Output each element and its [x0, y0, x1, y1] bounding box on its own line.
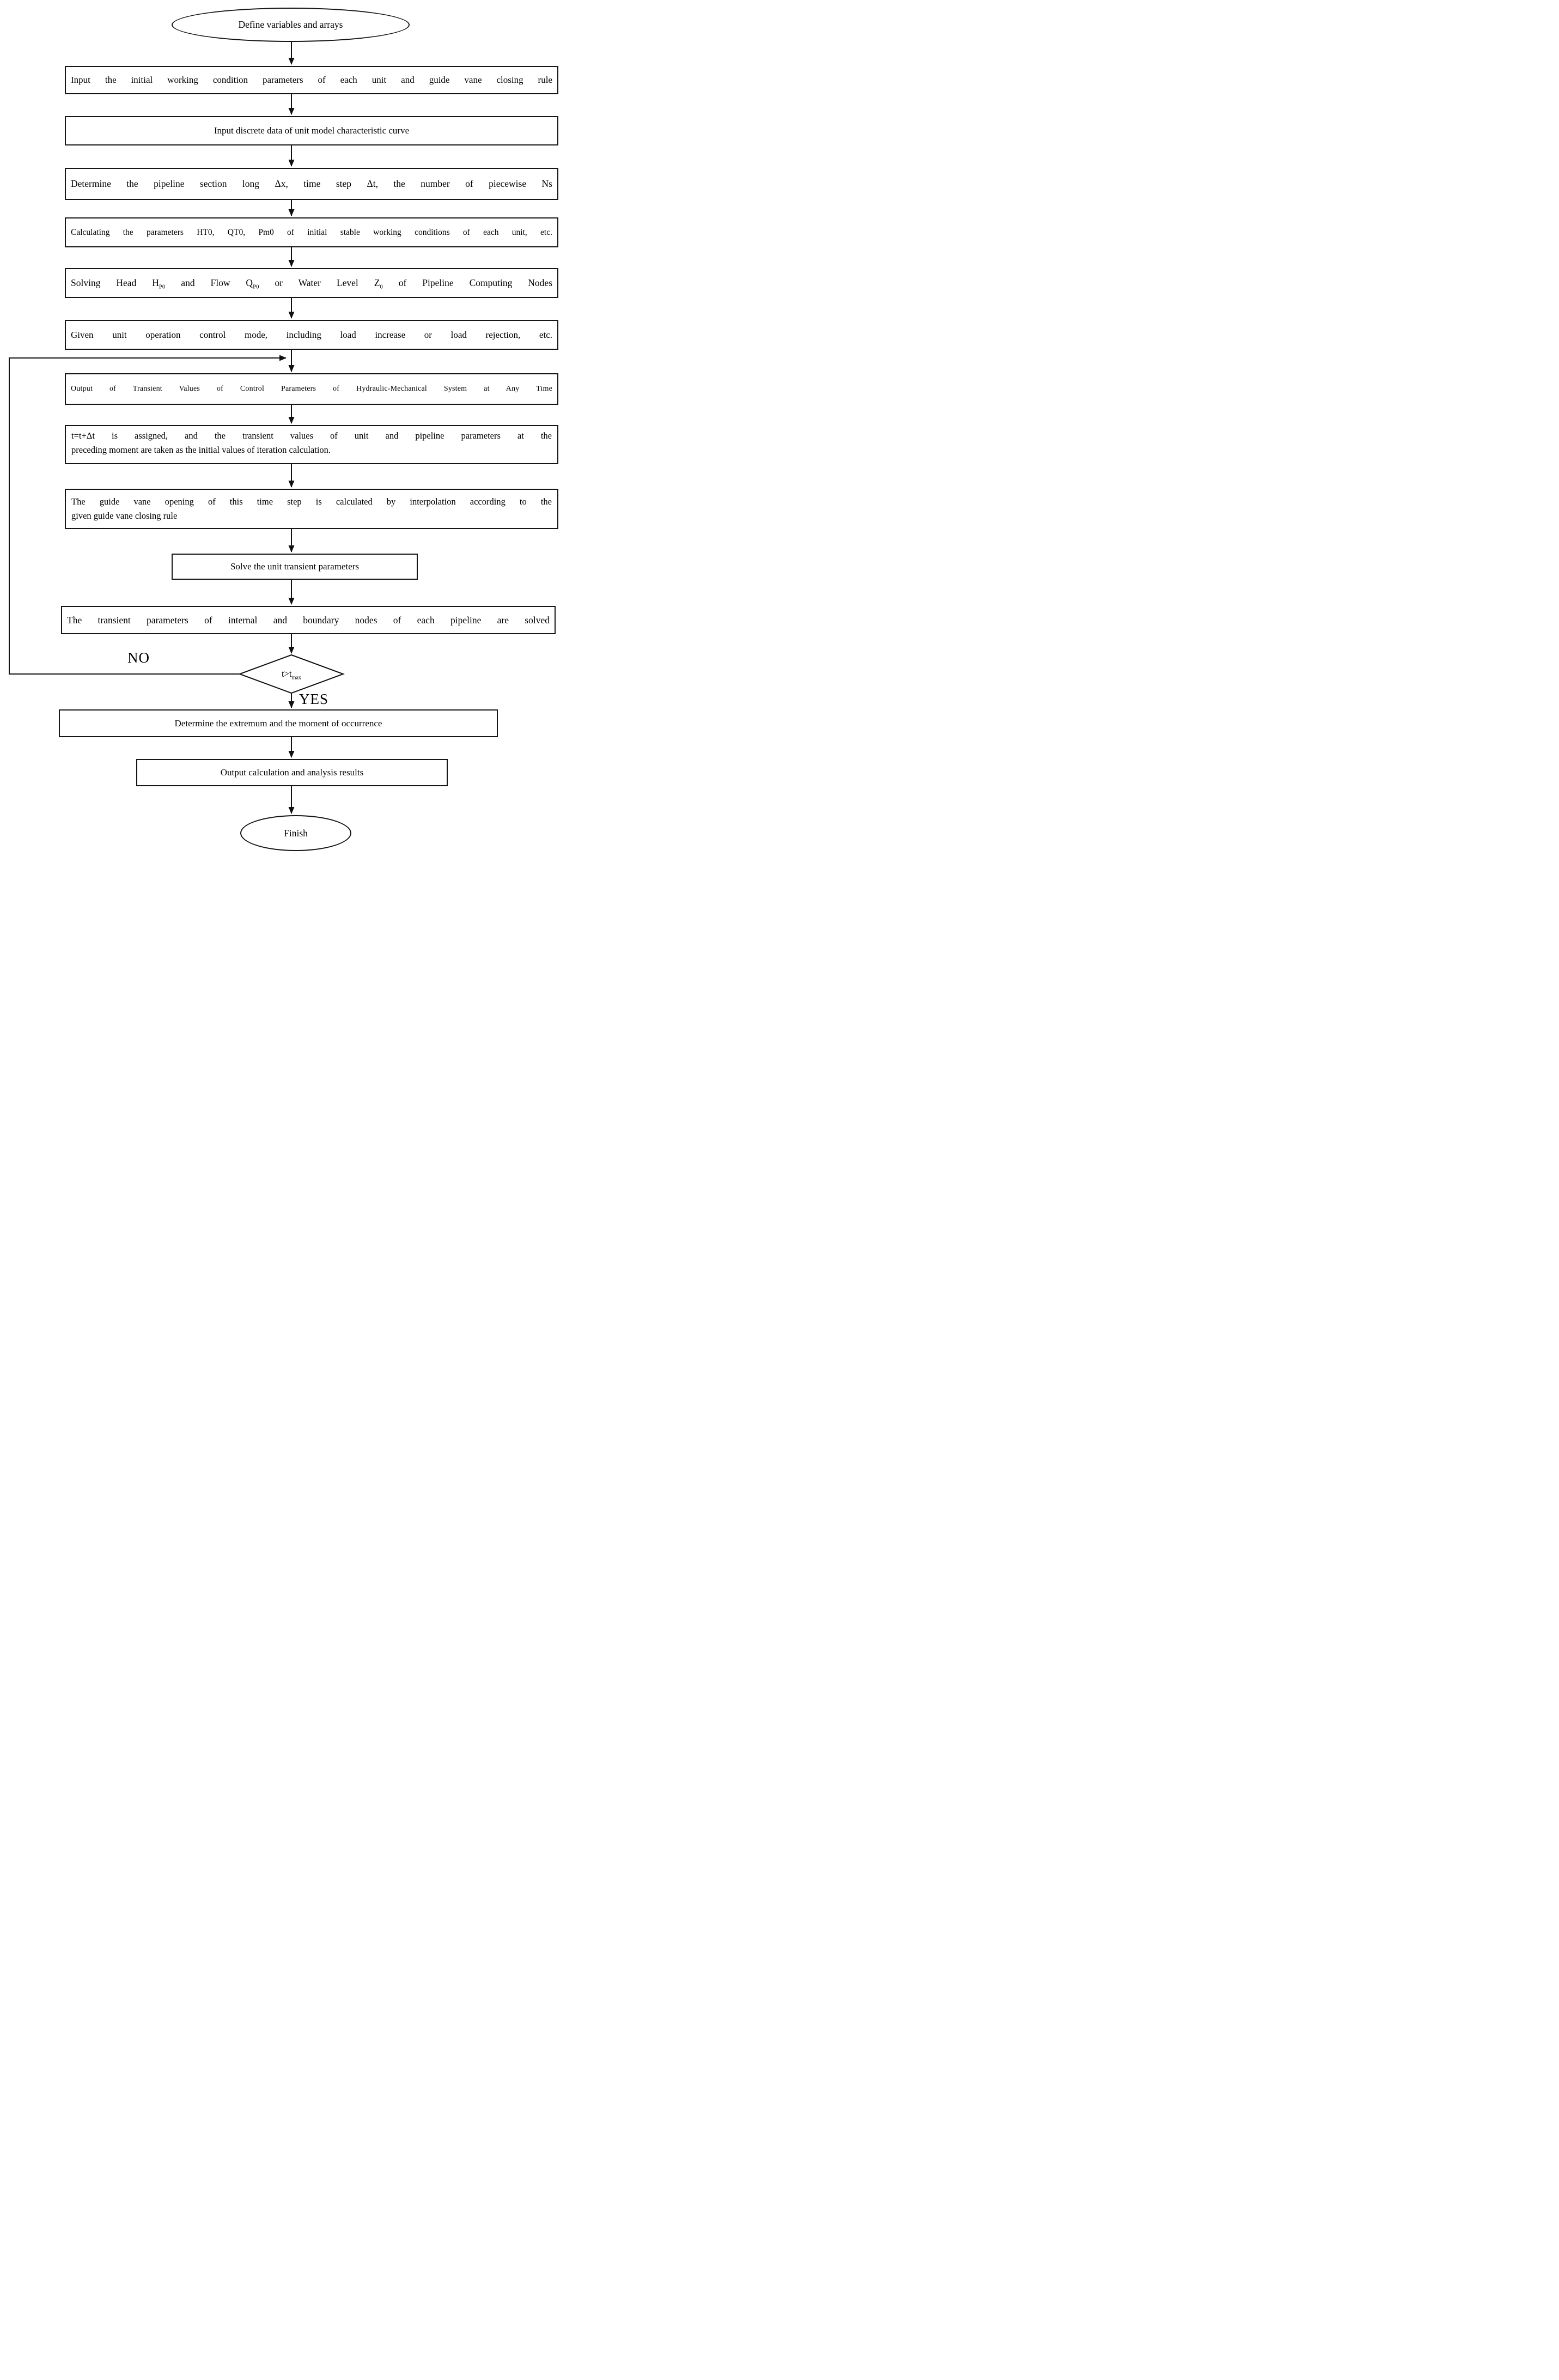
connector-layer: [9, 42, 345, 814]
branch-label-no: NO: [127, 649, 150, 666]
step4-label: Calculating the parameters HT0, QT0, Pm0…: [71, 227, 552, 237]
decision-diamond-shape: [238, 654, 345, 694]
feedback-loop-line-no: [9, 355, 287, 675]
process-solve-head-flow: Solving Head HP0 and Flow QP0 or Water L…: [65, 268, 558, 298]
process-output-results: Output calculation and analysis results: [136, 759, 448, 786]
flowchart-page: Define variables and arrays Input the in…: [0, 0, 562, 858]
step10-label: Solve the unit transient parameters: [230, 561, 360, 572]
process-input-discrete-data: Input discrete data of unit model charac…: [65, 116, 558, 145]
terminator-start: Define variables and arrays: [172, 8, 410, 42]
process-given-control-mode: Given unit operation control mode, inclu…: [65, 320, 558, 350]
process-determine-pipeline-section: Determine the pipeline section long Δx, …: [65, 168, 558, 200]
terminator-finish: Finish: [240, 815, 351, 851]
process-determine-extremum: Determine the extremum and the moment of…: [59, 709, 498, 737]
process-calculate-initial-parameters: Calculating the parameters HT0, QT0, Pm0…: [65, 217, 558, 247]
step1-label: Input the initial working condition para…: [71, 75, 552, 85]
step6-label: Given unit operation control mode, inclu…: [71, 329, 552, 340]
step9-line1: The guide vane opening of this time step…: [71, 496, 552, 507]
process-guide-vane-interpolation: The guide vane opening of this time step…: [65, 489, 558, 529]
process-input-initial-conditions: Input the initial working condition para…: [65, 66, 558, 94]
process-output-transient-values: Output of Transient Values of Control Pa…: [65, 373, 558, 405]
step3-label: Determine the pipeline section long Δx, …: [71, 178, 552, 189]
start-label: Define variables and arrays: [238, 19, 343, 30]
step7-label: Output of Transient Values of Control Pa…: [71, 385, 552, 393]
step13-label: Output calculation and analysis results: [220, 767, 364, 778]
process-solve-pipeline-nodes: The transient parameters of internal and…: [61, 606, 556, 634]
step8-line1: t=t+Δt is assigned, and the transient va…: [71, 430, 552, 441]
decision-label: t>tmax: [281, 669, 302, 681]
step9-line2: given guide vane closing rule: [71, 511, 178, 521]
step5-label: Solving Head HP0 and Flow QP0 or Water L…: [71, 277, 553, 290]
branch-label-yes: YES: [299, 691, 329, 707]
step11-label: The transient parameters of internal and…: [67, 614, 550, 626]
decision-condition: t>tmax: [248, 665, 335, 683]
process-time-step-assignment: t=t+Δt is assigned, and the transient va…: [65, 425, 558, 464]
step12-label: Determine the extremum and the moment of…: [174, 718, 382, 728]
step2-label: Input discrete data of unit model charac…: [214, 125, 410, 136]
step8-line2: preceding moment are taken as the initia…: [71, 445, 331, 456]
process-solve-unit-transient: Solve the unit transient parameters: [172, 554, 418, 580]
finish-label: Finish: [284, 827, 308, 839]
